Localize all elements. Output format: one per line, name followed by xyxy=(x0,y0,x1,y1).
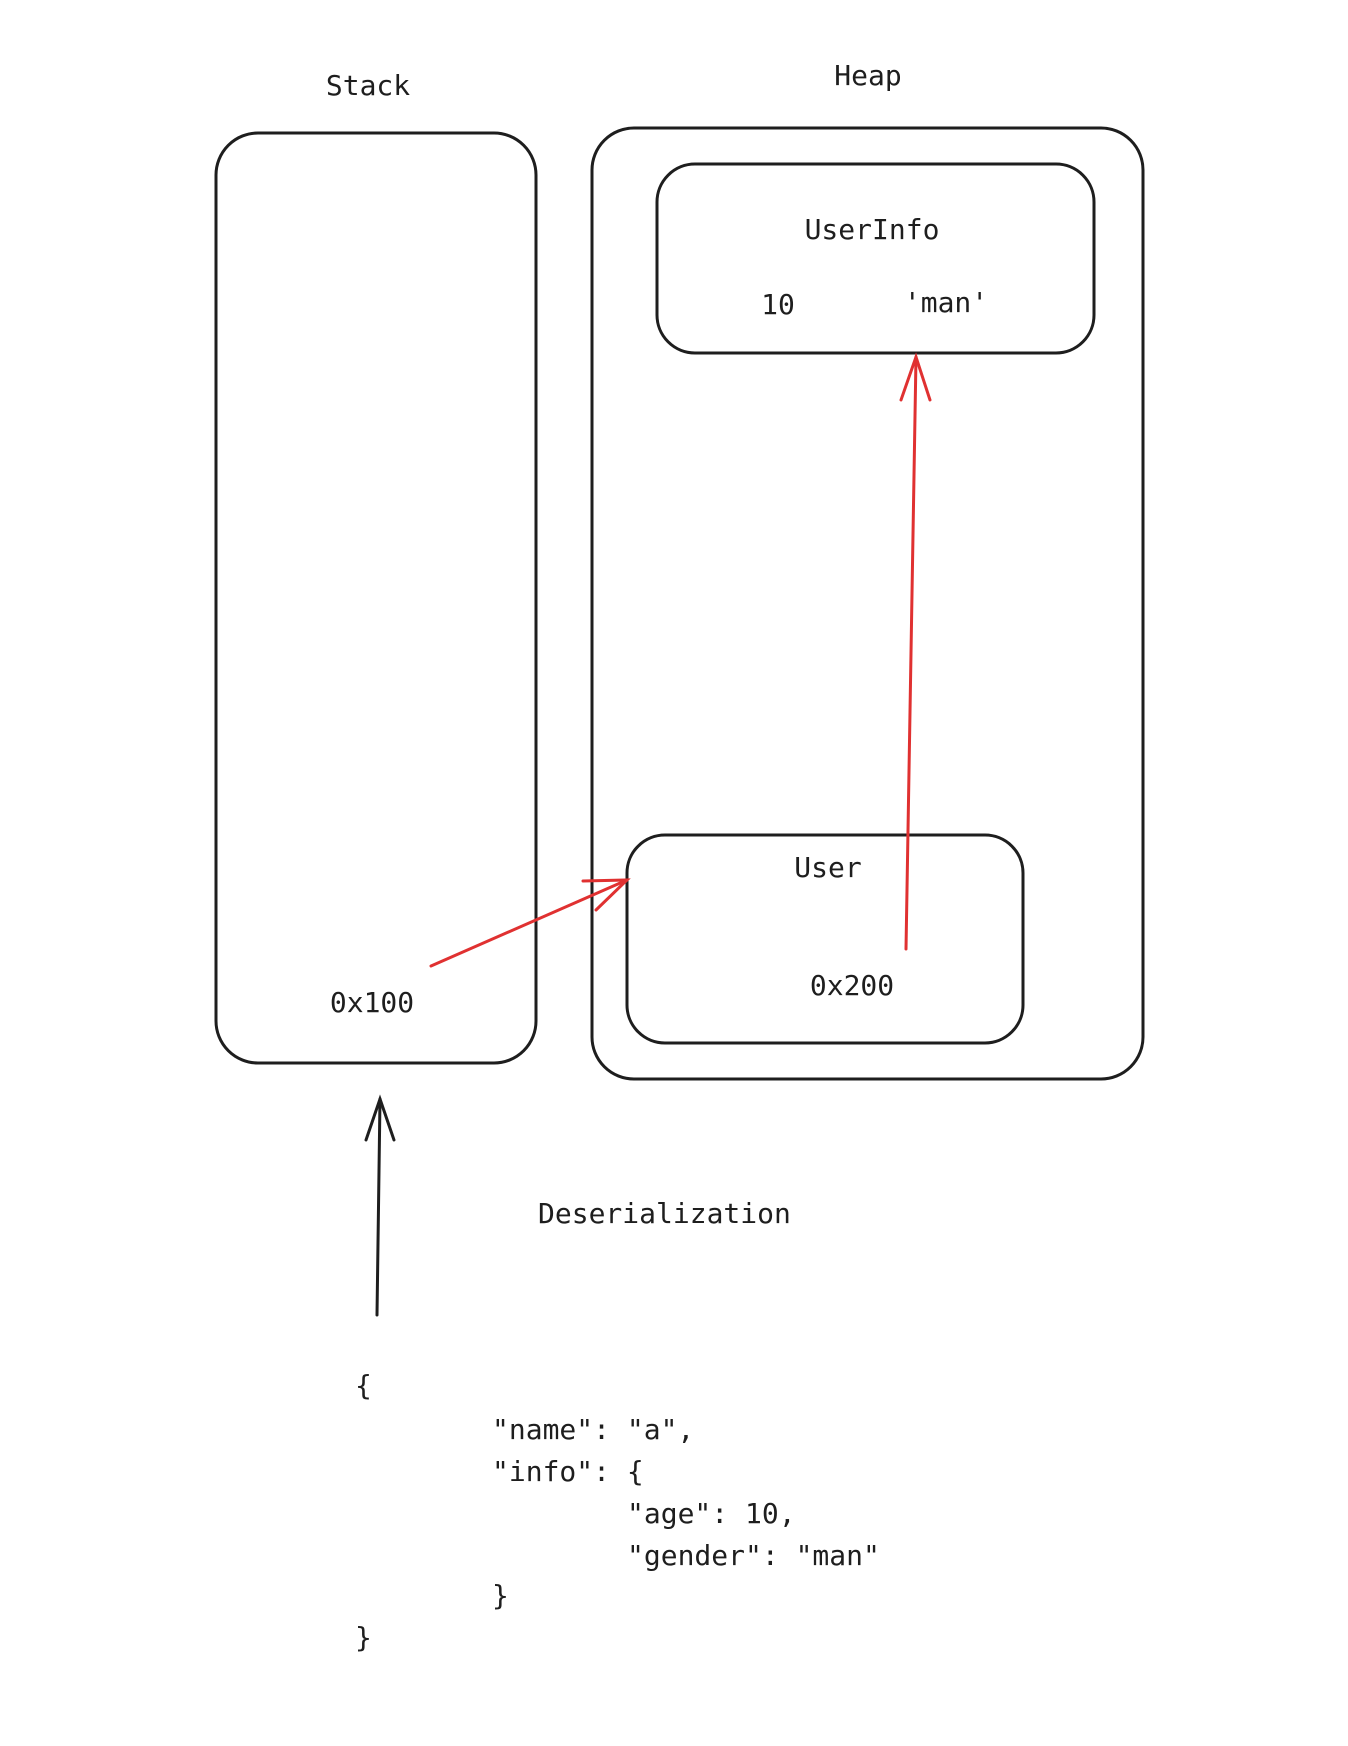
userinfo-title: UserInfo xyxy=(804,213,940,246)
heap-label: Heap xyxy=(834,59,902,92)
json-line: "info": { xyxy=(492,1455,644,1488)
stack-pointer-value: 0x100 xyxy=(329,986,415,1019)
user-box xyxy=(625,833,1025,1045)
user-title: User xyxy=(794,851,862,884)
json-line: { xyxy=(355,1369,372,1402)
json-line: "name": "a", xyxy=(492,1413,695,1446)
stack-to-user-pointer-arrow xyxy=(429,878,631,968)
json-line: "gender": "man" xyxy=(627,1539,880,1572)
user-to-userinfo-pointer-arrow xyxy=(899,352,932,951)
userinfo-gender-value: 'man' xyxy=(903,286,989,319)
json-line: } xyxy=(355,1621,372,1654)
stack-label: Stack xyxy=(325,69,411,102)
user-pointer-value: 0x200 xyxy=(809,969,895,1002)
deserialization-label: Deserialization xyxy=(538,1197,791,1230)
userinfo-box xyxy=(655,162,1096,355)
json-line: } xyxy=(492,1579,509,1612)
json-line: "age": 10, xyxy=(627,1497,796,1530)
deserialization-arrow xyxy=(364,1094,396,1317)
heap-box xyxy=(590,126,1145,1081)
userinfo-age-value: 10 xyxy=(761,288,795,321)
stack-box xyxy=(214,131,538,1065)
